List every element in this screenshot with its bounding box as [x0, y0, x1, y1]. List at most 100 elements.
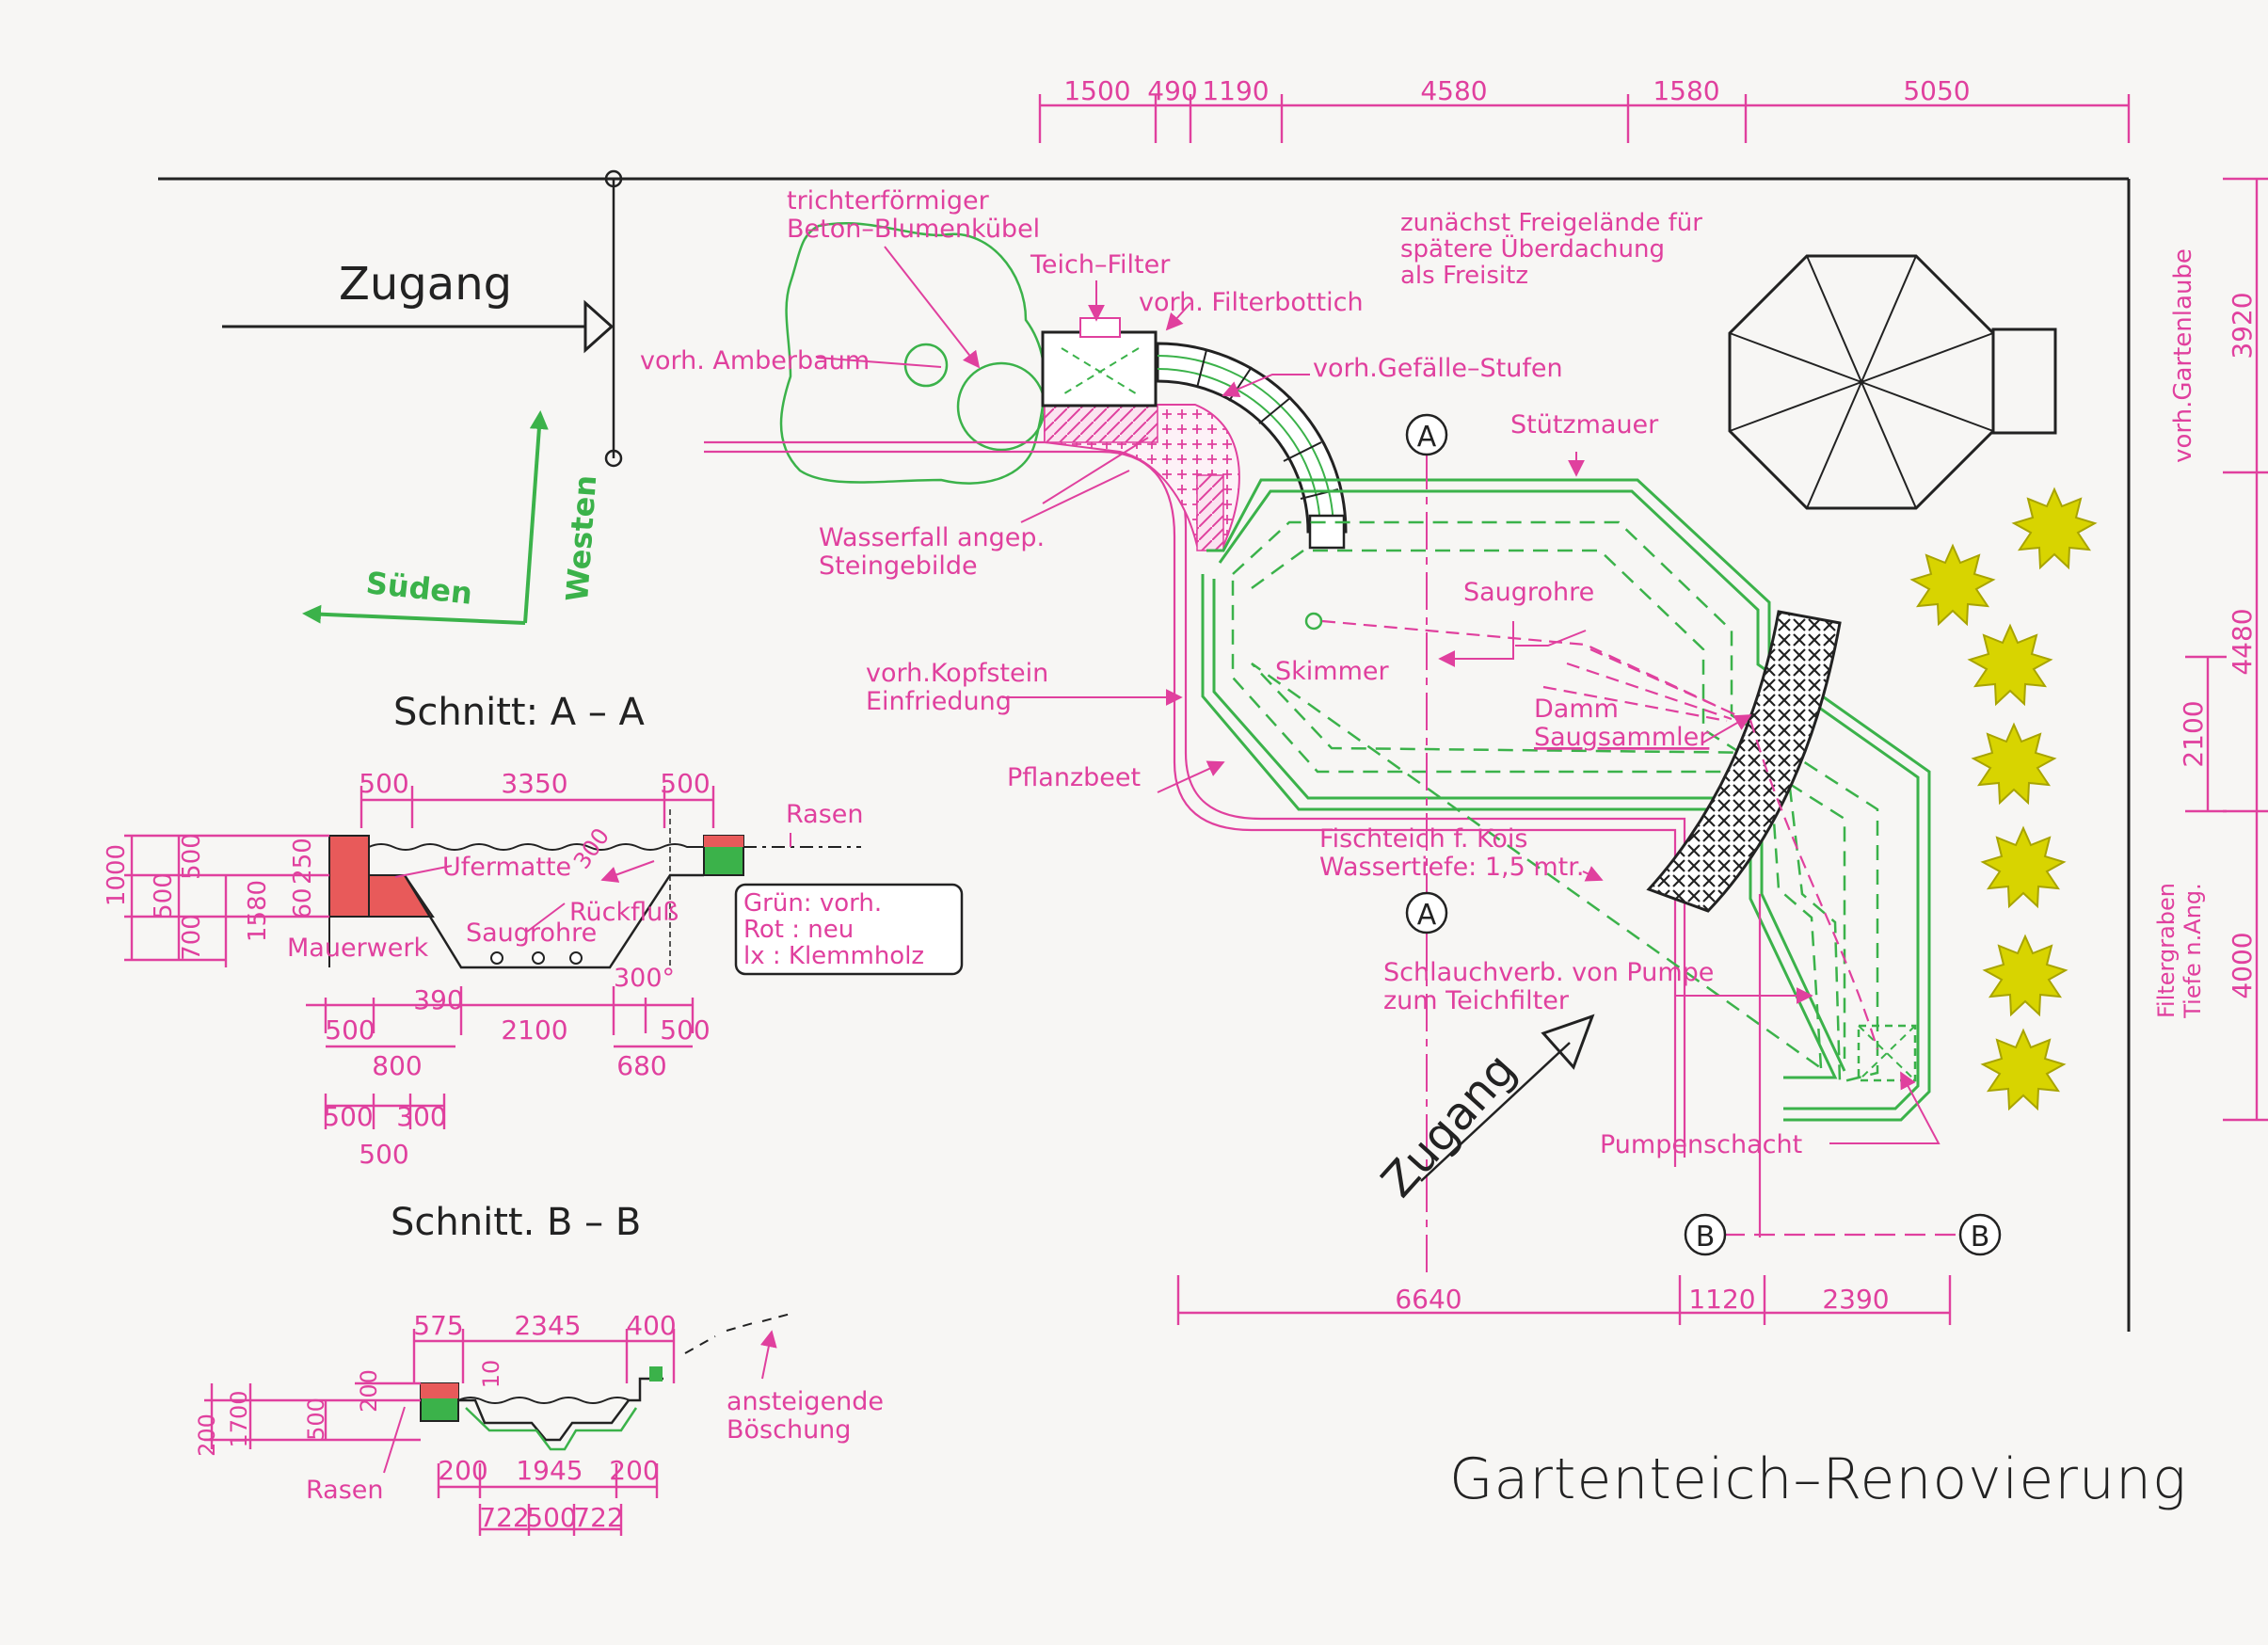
section-bb-drawing	[381, 1313, 791, 1451]
dam-label: Damm	[1534, 695, 1619, 724]
filter-trench-label-1: Filtergraben	[2153, 883, 2180, 1018]
bottom-dimension-line	[1176, 1275, 1952, 1325]
drawing-title: Gartenteich–Renovierung	[1449, 1446, 2187, 1512]
entrance-arrow-top	[222, 299, 615, 354]
pump-shaft	[1857, 1024, 1917, 1082]
koi-pond-label-1: Fischteich f. Kois	[1319, 824, 1527, 854]
section-bb-title: Schnitt. B – B	[391, 1201, 641, 1244]
aa-left-dim-3: 500	[150, 872, 178, 919]
dam	[1646, 610, 1842, 913]
bottom-dim-1: 6640	[1395, 1284, 1461, 1315]
filter-trench-label-2: Tiefe n.Ang.	[2180, 883, 2206, 1019]
waterfall-label-2: Steingebilde	[819, 551, 978, 581]
bb-left-dim-4: 200	[356, 1369, 382, 1413]
koi-pond-label-2: Wassertiefe: 1,5 mtr.	[1319, 853, 1584, 882]
annotation-leaders	[816, 246, 1941, 1144]
aa-bottom-dim-390: 390	[413, 984, 463, 1015]
shrub	[1980, 825, 2067, 909]
shrub	[1982, 934, 2068, 1017]
compass-south-label: Süden	[364, 565, 474, 612]
shrub	[1909, 543, 1996, 627]
gazebo	[1728, 254, 2057, 510]
aa-dim-top-3: 500	[660, 768, 710, 799]
retaining-wall	[1201, 478, 1931, 1122]
aa-angle-bottom: 300°	[614, 964, 675, 993]
bb-left-dim-2: 1700	[226, 1390, 252, 1447]
hose-label-2: zum Teichfilter	[1383, 986, 1570, 1015]
aa-left-dim-2: 500	[178, 833, 206, 880]
hose-label-1: Schlauchverb. von Pumpe	[1383, 958, 1714, 987]
section-aa-leaders	[394, 833, 791, 933]
aa-left-dim-5: 1580	[244, 880, 272, 942]
bb-bottom-dim-722a: 722	[479, 1502, 529, 1533]
cobblestone-label-1: vorh.Kopfstein	[866, 659, 1048, 688]
suction-pipes-label: Saugrohre	[1463, 578, 1594, 607]
bb-left-dim-1: 200	[194, 1413, 220, 1457]
aa-bottom-dim-300: 300	[396, 1101, 446, 1132]
right-dimension-line	[2185, 177, 2268, 1122]
cobblestone-label-2: Einfriedung	[866, 687, 1012, 716]
section-marker-b-left: B	[1696, 1221, 1716, 1254]
shrub	[1971, 722, 2057, 806]
aa-rasen-label: Rasen	[786, 800, 864, 829]
top-dim-1: 1500	[1063, 75, 1130, 106]
open-area-label-1: zunächst Freigelände für	[1400, 209, 1702, 237]
gazebo-label: vorh.Gartenlaube	[2169, 248, 2197, 463]
bb-left-dim-5: 10	[478, 1360, 504, 1389]
suction-pipes	[1304, 612, 1879, 1050]
section-marker-a-bottom: A	[1417, 899, 1437, 932]
bb-bottom-dim-722b: 722	[573, 1502, 623, 1533]
bb-slope-label-2: Böschung	[727, 1415, 851, 1445]
bb-rasen-label: Rasen	[306, 1476, 384, 1505]
bb-left-dim-3: 500	[303, 1397, 329, 1441]
aa-bottom-dim-680: 680	[616, 1050, 666, 1081]
funnel-planter-label-2: Beton–Blumenkübel	[787, 215, 1040, 244]
bb-bottom-dim-1945: 1945	[516, 1455, 583, 1486]
skimmer-label: Skimmer	[1275, 657, 1389, 686]
slope-steps-label: vorh.Gefälle–Stufen	[1313, 354, 1563, 383]
legend-red: Rot : neu	[743, 916, 854, 944]
bb-slope-label-1: ansteigende	[727, 1387, 884, 1416]
legend-green: Grün: vorh.	[743, 889, 882, 918]
pond-filter-label: Teich–Filter	[1030, 250, 1171, 279]
aa-left-dim-4: 700	[178, 914, 206, 961]
bb-bottom-dim-500: 500	[526, 1502, 576, 1533]
filter-tub	[1041, 317, 1158, 407]
section-line-a: A A	[1405, 413, 1448, 1280]
section-aa-dims	[124, 786, 715, 1129]
aa-bottom-dim-800: 800	[372, 1050, 422, 1081]
aa-return-label: Rückfluß	[569, 898, 679, 927]
suction-collector-label: Saugsammler	[1534, 723, 1710, 752]
bb-dim-top-1: 575	[413, 1310, 463, 1341]
aa-left-dim-1: 1000	[103, 844, 131, 906]
slope-steps	[1156, 342, 1348, 550]
aa-mat-label: Ufermatte	[442, 853, 571, 882]
shrub	[1980, 1028, 2067, 1111]
amber-tree-label: vorh. Amberbaum	[640, 346, 870, 375]
bottom-dim-3: 2390	[1822, 1284, 1889, 1315]
waterfall-label-1: Wasserfall angep.	[819, 523, 1045, 552]
top-dim-2: 490	[1147, 75, 1197, 106]
right-dim-3: 2100	[2178, 700, 2209, 767]
bb-bottom-dim-200a: 200	[438, 1455, 487, 1486]
top-dim-3: 1190	[1202, 75, 1269, 106]
bottom-dim-2: 1120	[1688, 1284, 1755, 1315]
section-aa-title: Schnitt: A – A	[393, 691, 646, 734]
legend-box: Grün: vorh. Rot : neu lx : Klemmholz	[734, 883, 964, 976]
open-area-label-3: als Freisitz	[1400, 262, 1528, 290]
aa-bottom-dim-500c: 500	[323, 1101, 373, 1132]
compass-west-label: Westen	[559, 474, 603, 603]
aa-bottom-dim-500d: 500	[359, 1139, 408, 1170]
top-dim-6: 5050	[1903, 75, 1970, 106]
entrance-label-top: Zugang	[339, 258, 512, 311]
top-dimension-line	[1038, 94, 2131, 143]
aa-bottom-dim-500a: 500	[325, 1014, 375, 1046]
entrance-arrow-bottom	[1420, 1014, 1595, 1182]
plant-bed-label: Pflanzbeet	[1007, 763, 1141, 792]
aa-left-dim-7: 60	[289, 887, 317, 918]
funnel-planter-label-1: trichterförmiger	[787, 186, 990, 216]
aa-dim-top-2: 3350	[501, 768, 567, 799]
bb-bottom-dim-200b: 200	[609, 1455, 659, 1486]
top-dim-5: 1580	[1653, 75, 1719, 106]
